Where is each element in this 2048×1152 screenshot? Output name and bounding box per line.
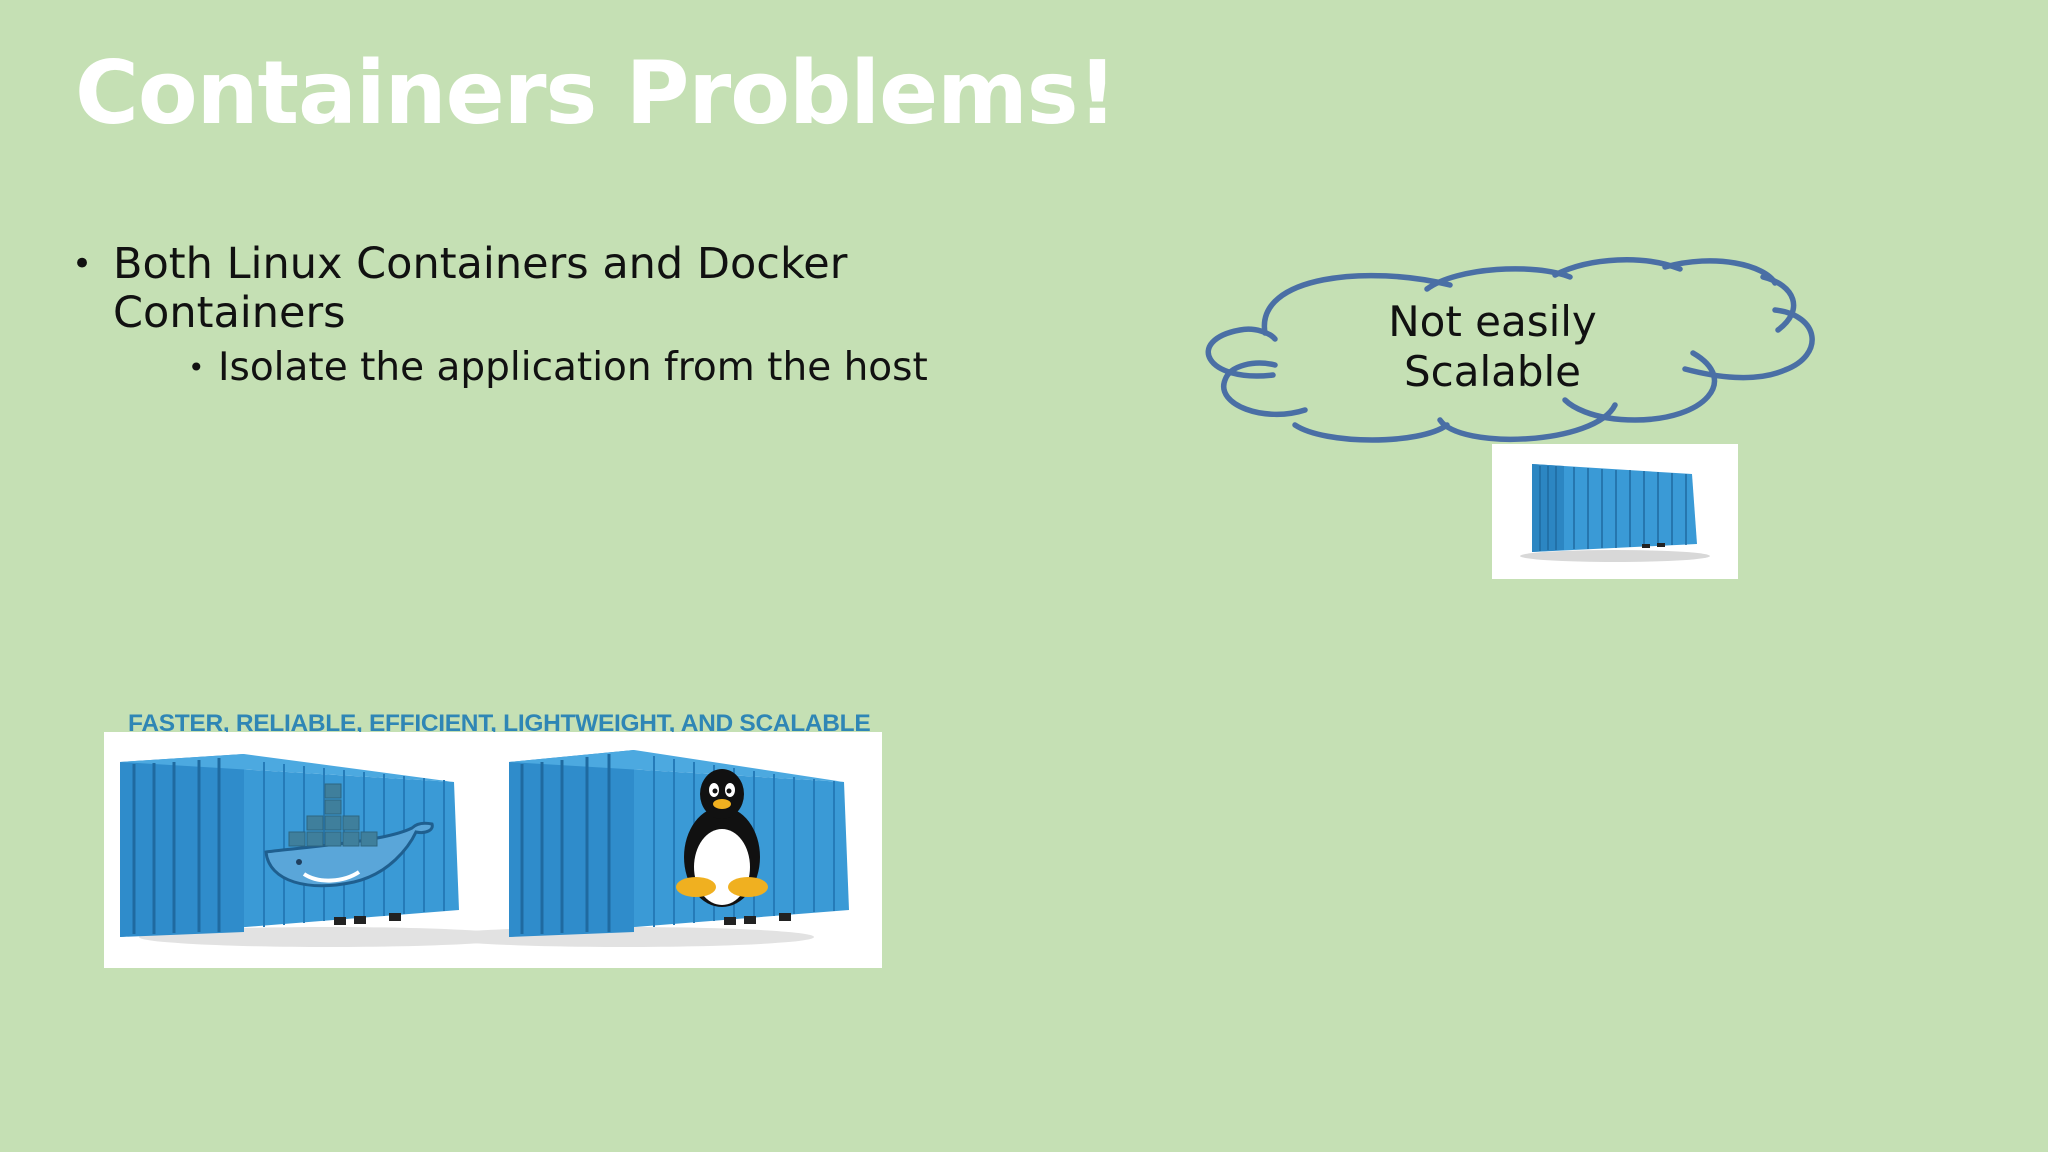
shipping-container-icon xyxy=(1520,464,1710,562)
docker-container xyxy=(120,754,519,947)
bullet-level1: Both Linux Containers and Docker Contain… xyxy=(72,240,972,338)
linux-penguin-icon xyxy=(676,769,768,907)
bullet-list: Both Linux Containers and Docker Contain… xyxy=(72,240,972,393)
containers-image xyxy=(104,732,882,968)
linux-container xyxy=(434,750,849,947)
docker-whale-icon xyxy=(264,783,434,888)
cloud-callout-text: Not easily Scalable xyxy=(1295,297,1690,397)
bullet-level2: Isolate the application from the host xyxy=(188,344,972,392)
slide-title: Containers Problems! xyxy=(75,42,1117,144)
cloud-callout-shape xyxy=(1205,257,1815,443)
small-container-image xyxy=(1492,444,1738,579)
callout-line2: Scalable xyxy=(1403,347,1582,396)
callout-line1: Not easily xyxy=(1388,297,1597,346)
